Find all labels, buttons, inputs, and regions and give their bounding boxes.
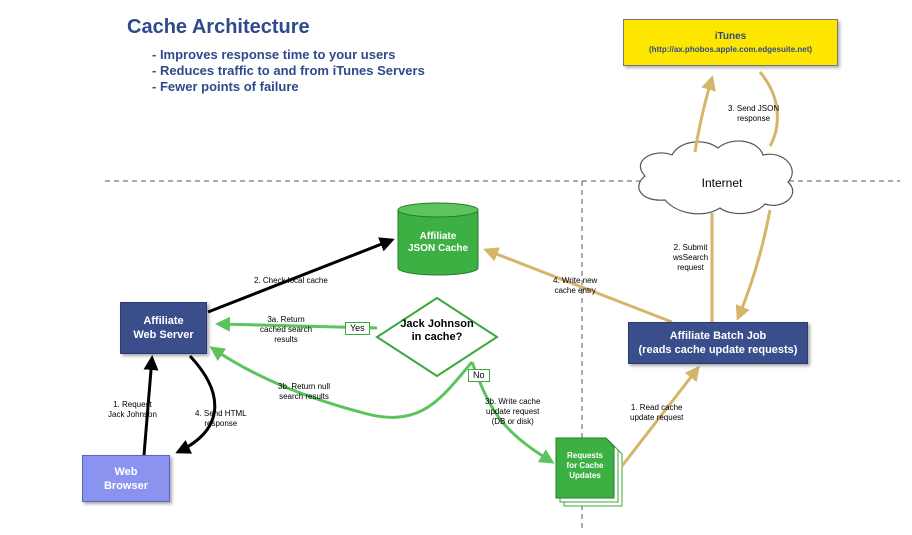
page-title: Cache Architecture xyxy=(127,16,310,38)
label-send-json: 3. Send JSON response xyxy=(728,104,780,123)
benefits-list: - Improves response time to your users -… xyxy=(152,47,425,95)
web-server-box: Affiliate Web Server xyxy=(120,302,207,354)
itunes-box: iTunes (http://ax.phobos.apple.com.edges… xyxy=(623,19,838,66)
yes-tag: Yes xyxy=(345,322,370,335)
benefit-item: - Reduces traffic to and from iTunes Ser… xyxy=(152,63,425,78)
benefit-item: - Fewer points of failure xyxy=(152,79,299,94)
arrow-to-itunes xyxy=(693,75,716,153)
no-tag: No xyxy=(468,369,490,382)
label-submit: 2. Submit wsSearch request xyxy=(673,243,709,272)
batch-job-box: Affiliate Batch Job (reads cache update … xyxy=(628,322,808,364)
label-write-entry: 4. Write new cache entry xyxy=(553,276,598,295)
arrow-return-null xyxy=(209,346,474,419)
decision-diamond xyxy=(375,296,499,378)
requests-label: Requests for Cache Updates xyxy=(566,451,604,480)
arrow-check-cache xyxy=(207,237,395,314)
label-return-null: 3b. Return null search results xyxy=(278,382,331,401)
label-send-html: 4. Send HTML response xyxy=(195,409,247,428)
label-read-request: 1. Read cache update request xyxy=(630,403,684,422)
arrow-json-to-batch xyxy=(735,209,772,321)
itunes-name: iTunes xyxy=(714,30,747,42)
benefit-item: - Improves response time to your users xyxy=(152,47,396,62)
web-browser-box: Web Browser xyxy=(82,455,170,502)
label-write-request: 3b. Write cache update request (DB or di… xyxy=(485,397,541,426)
cache-database-icon xyxy=(397,202,479,276)
decision-label: Jack Johnson in cache? xyxy=(400,318,474,343)
label-request: 1. Request Jack Johnson xyxy=(108,400,157,419)
requests-document-stack xyxy=(555,437,623,507)
arrow-send-json xyxy=(758,71,779,147)
arrow-read-request xyxy=(620,365,700,467)
arrow-write-entry xyxy=(483,247,673,324)
internet-label: Internet xyxy=(701,176,743,190)
arrow-send-html xyxy=(175,354,217,454)
cache-label: Affiliate JSON Cache xyxy=(407,231,469,254)
itunes-url: (http://ax.phobos.apple.com.edgesuite.ne… xyxy=(648,44,813,54)
label-return-cached: 3a. Return cached search results xyxy=(260,315,313,344)
arrow-request xyxy=(142,355,159,456)
internet-cloud-shape xyxy=(638,140,794,215)
label-check-cache: 2. Check local cache xyxy=(254,276,328,285)
